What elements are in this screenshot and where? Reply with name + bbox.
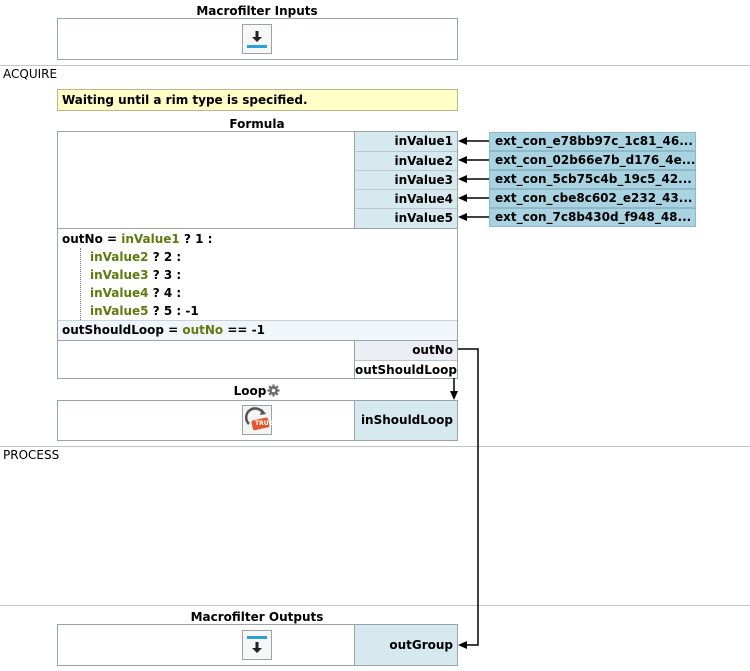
- acquire-divider: [0, 65, 750, 66]
- expr-eq: =: [102, 232, 122, 246]
- download-icon[interactable]: [242, 24, 272, 54]
- loop-title-text: Loop: [233, 384, 267, 398]
- gear-icon[interactable]: [267, 384, 280, 400]
- expr-outno-line2[interactable]: inValue2 ? 2 :: [90, 248, 181, 266]
- warning-message: Waiting until a rim type is specified.: [57, 89, 458, 111]
- macrofilter-inputs-title: Macrofilter Inputs: [196, 4, 318, 18]
- expr-var: inValue2: [90, 250, 149, 264]
- port-invalue1[interactable]: inValue1: [354, 132, 457, 151]
- expr-rest: ? 1 :: [179, 232, 213, 246]
- expr-lhs: outShouldLoop: [62, 323, 164, 337]
- formula-title: Formula: [229, 117, 285, 131]
- divider: [58, 340, 457, 341]
- connection-invalue3[interactable]: ext_con_5cb75c4b_19c5_42...: [489, 170, 696, 189]
- expr-outno-line1[interactable]: outNo = inValue1 ? 1 :: [62, 230, 212, 248]
- connection-invalue5[interactable]: ext_con_7c8b430d_f948_48...: [489, 208, 696, 227]
- expr-outno-line5[interactable]: inValue5 ? 5 : -1: [90, 302, 199, 320]
- connection-invalue4[interactable]: ext_con_cbe8c602_e232_43...: [489, 189, 696, 208]
- expr-var: inValue4: [90, 286, 149, 300]
- expr-rest: == -1: [223, 323, 265, 337]
- expr-rest: ? 4 :: [148, 286, 182, 300]
- port-invalue2[interactable]: inValue2: [354, 151, 457, 170]
- expr-var: inValue5: [90, 304, 149, 318]
- port-invalue3[interactable]: inValue3: [354, 170, 457, 189]
- expr-rest: ? 5 : -1: [148, 304, 199, 318]
- expr-var: inValue1: [121, 232, 180, 246]
- expr-rest: ? 3 :: [148, 268, 182, 282]
- macrofilter-inputs-block[interactable]: [57, 18, 458, 60]
- loop-true-icon[interactable]: TRUE: [242, 405, 273, 435]
- macrofilter-outputs-block[interactable]: outGroup: [57, 624, 458, 666]
- expr-outno-line3[interactable]: inValue3 ? 3 :: [90, 266, 181, 284]
- expr-outshouldloop-row[interactable]: outShouldLoop = outNo == -1: [58, 320, 457, 340]
- port-outgroup[interactable]: outGroup: [354, 625, 457, 665]
- port-outshouldloop[interactable]: outShouldLoop: [354, 360, 457, 378]
- port-outno[interactable]: outNo: [354, 341, 457, 360]
- loop-title: Loop: [57, 384, 457, 400]
- expr-outshouldloop: outShouldLoop = outNo == -1: [62, 321, 265, 339]
- section-acquire-label: ACQUIRE: [3, 67, 58, 81]
- expr-outno-line4[interactable]: inValue4 ? 4 :: [90, 284, 181, 302]
- true-badge: TRUE: [255, 420, 273, 427]
- upload-icon[interactable]: [242, 630, 272, 660]
- port-inshouldloop[interactable]: inShouldLoop: [354, 401, 457, 440]
- macrofilter-outputs-title: Macrofilter Outputs: [190, 610, 324, 624]
- expr-var: outNo: [182, 323, 224, 337]
- section-process-label: PROCESS: [3, 448, 60, 462]
- divider: [58, 228, 457, 229]
- expr-var: inValue3: [90, 268, 149, 282]
- wire-outno-outgroup: [458, 348, 479, 646]
- connection-invalue2[interactable]: ext_con_02b66e7b_d176_4e...: [489, 151, 696, 170]
- formula-block[interactable]: inValue1 inValue2 inValue3 inValue4 inVa…: [57, 131, 458, 379]
- expr-rest: ? 2 :: [148, 250, 182, 264]
- outputs-divider: [0, 605, 750, 606]
- loop-block[interactable]: TRUE inShouldLoop: [57, 400, 458, 441]
- port-invalue4[interactable]: inValue4: [354, 189, 457, 208]
- process-divider: [0, 446, 750, 447]
- indent-guide: [80, 248, 81, 320]
- connection-invalue1[interactable]: ext_con_e78bb97c_1c81_46...: [489, 132, 696, 151]
- port-invalue5[interactable]: inValue5: [354, 208, 457, 228]
- expr-eq: =: [163, 323, 183, 337]
- expr-lhs: outNo: [62, 232, 103, 246]
